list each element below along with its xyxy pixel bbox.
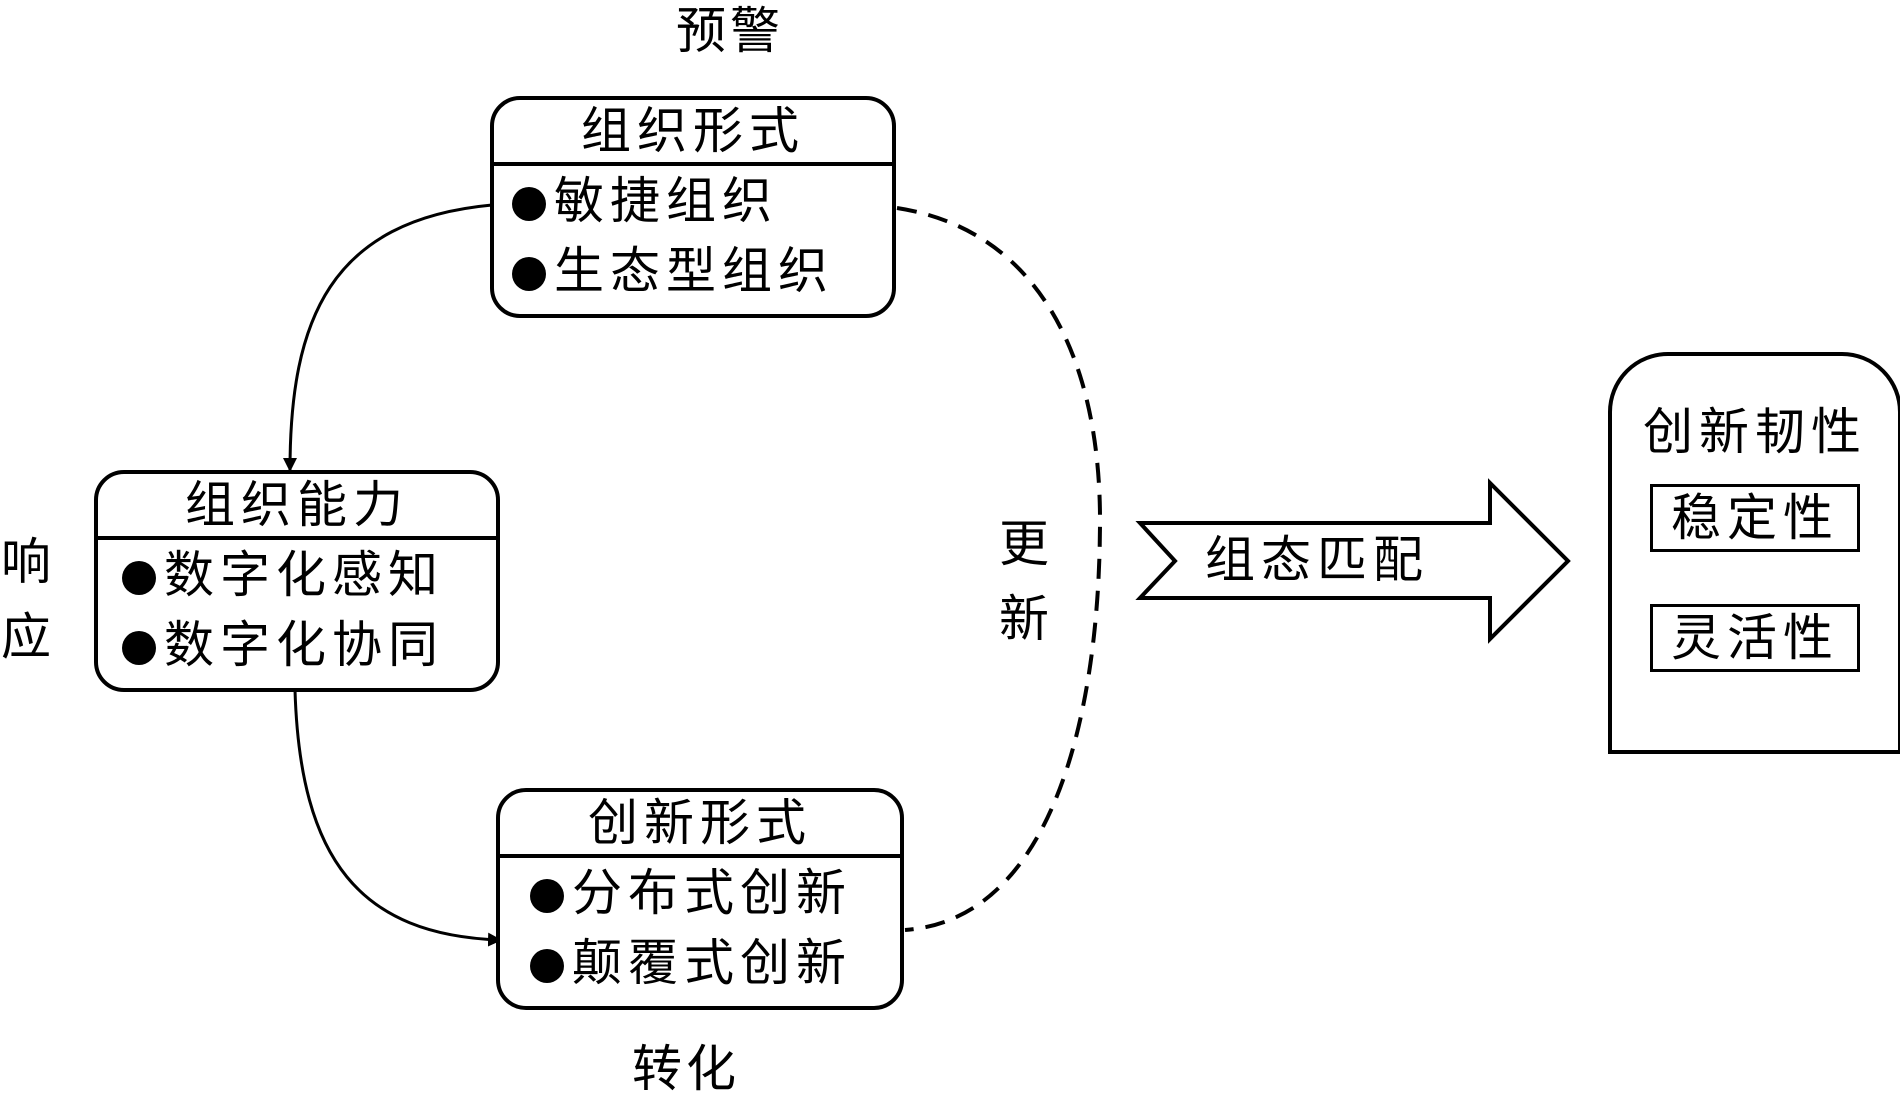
arrow-form-to-capability bbox=[283, 203, 493, 472]
box-innovation-form: 创新形式 分布式创新 颠覆式创新 bbox=[496, 788, 904, 1010]
bullet-icon bbox=[530, 879, 564, 913]
label-configuration-matching: 组态匹配 bbox=[1205, 531, 1429, 589]
bullet-icon bbox=[122, 631, 156, 665]
item-text: 颠覆式创新 bbox=[572, 934, 852, 992]
label-update: 更 新 bbox=[994, 507, 1054, 657]
bullet-icon bbox=[512, 257, 546, 291]
matching-block-arrow bbox=[1135, 478, 1571, 644]
bullet-icon bbox=[530, 949, 564, 983]
item-text: 分布式创新 bbox=[572, 864, 852, 922]
label-response: 响 应 bbox=[0, 525, 56, 675]
box-innovation-form-title: 创新形式 bbox=[500, 792, 900, 858]
label-update-char-1: 更 bbox=[999, 515, 1049, 573]
list-item: 生态型组织 bbox=[494, 236, 892, 306]
item-text: 数字化感知 bbox=[164, 546, 444, 604]
box-organization-capability-title: 组织能力 bbox=[98, 474, 496, 540]
label-update-char-2: 新 bbox=[999, 590, 1049, 648]
list-item: 数字化感知 bbox=[98, 540, 496, 610]
label-response-char-2: 应 bbox=[1, 608, 51, 666]
panel-innovation-resilience: 创新韧性 稳定性 灵活性 bbox=[1608, 352, 1900, 754]
label-response-char-1: 响 bbox=[1, 533, 51, 591]
bullet-icon bbox=[512, 187, 546, 221]
box-organization-capability: 组织能力 数字化感知 数字化协同 bbox=[94, 470, 500, 692]
bullet-icon bbox=[122, 561, 156, 595]
arrow-capability-to-innovation bbox=[293, 689, 502, 947]
box-organization-form-title: 组织形式 bbox=[494, 100, 892, 166]
list-item: 颠覆式创新 bbox=[500, 928, 900, 998]
item-text: 生态型组织 bbox=[554, 242, 834, 300]
label-warning: 预警 bbox=[676, 2, 784, 60]
list-item: 数字化协同 bbox=[98, 610, 496, 680]
resilience-item-flexibility: 灵活性 bbox=[1650, 604, 1860, 672]
box-organization-form: 组织形式 敏捷组织 生态型组织 bbox=[490, 96, 896, 318]
resilience-item-stability: 稳定性 bbox=[1650, 484, 1860, 552]
dashed-update-loop bbox=[896, 206, 1103, 932]
panel-innovation-resilience-title: 创新韧性 bbox=[1643, 403, 1867, 461]
list-item: 分布式创新 bbox=[500, 858, 900, 928]
item-text: 数字化协同 bbox=[164, 616, 444, 674]
list-item: 敏捷组织 bbox=[494, 166, 892, 236]
label-transformation: 转化 bbox=[632, 1040, 740, 1098]
item-text: 敏捷组织 bbox=[554, 172, 778, 230]
